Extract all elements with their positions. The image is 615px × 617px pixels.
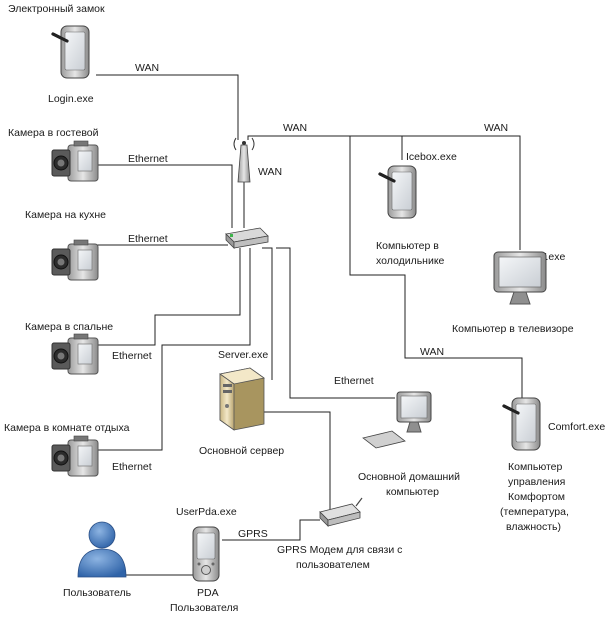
router-icon: [225, 227, 269, 249]
wan-label-antenna: WAN: [258, 166, 282, 178]
link-router-homepc: [276, 247, 395, 399]
device-camera-kitchen: Камера на кухне: [25, 209, 106, 281]
pda-icon: [192, 526, 220, 582]
link-labels: WAN WAN WAN WAN WAN Ethernet Ethernet Et…: [112, 62, 508, 540]
camcorder-icon: [51, 333, 99, 375]
comfort-title-4: (температура,: [500, 506, 569, 518]
connections: [92, 74, 523, 576]
link-tv-wan: [402, 135, 521, 250]
camcorder-icon: [51, 140, 99, 182]
comfort-exe: Comfort.exe: [548, 421, 605, 433]
user-icon: [77, 521, 127, 578]
link-icebox-wan: [247, 135, 403, 160]
server-icon: [219, 367, 265, 431]
camcorder-icon: [51, 435, 99, 477]
link-comfort-wan: [349, 136, 523, 400]
icebox-exe: Icebox.exe: [406, 151, 457, 163]
ethernet-label-kitchen: Ethernet: [128, 233, 168, 245]
server-exe: Server.exe: [218, 349, 268, 361]
cam-rest-title: Камера в комнате отдыха: [4, 422, 130, 434]
link-router-server: [262, 247, 273, 380]
cam-guest-title: Камера в гостевой: [8, 127, 99, 139]
tablet-icon: [378, 164, 418, 220]
gprs-label: GPRS: [238, 528, 268, 540]
wan-label-bus: WAN: [283, 122, 307, 134]
icebox-title-1: Компьютер в: [376, 240, 439, 252]
user-title: Пользователь: [63, 587, 132, 599]
modem-title-1: GPRS Модем для связи с: [277, 544, 402, 556]
tablet-icon: [51, 24, 91, 80]
home-pc-title-1: Основной домашний: [358, 471, 460, 483]
comfort-title-2: управления: [508, 476, 565, 488]
home-pc-title-2: компьютер: [386, 486, 439, 498]
ethernet-label-guest: Ethernet: [128, 153, 168, 165]
device-server: Server.exe Основной сервер: [199, 349, 284, 457]
icebox-title-2: холодильнике: [376, 255, 445, 267]
wan-label-tv: WAN: [484, 122, 508, 134]
device-tv: TV.exe Компьютер в телевизоре: [452, 251, 574, 335]
comfort-title-1: Компьютер: [508, 461, 563, 473]
device-electronic-lock: Электронный замок Login.exe: [8, 3, 105, 105]
wan-label-lock: WAN: [135, 62, 159, 74]
wireless-antenna-icon: [233, 137, 255, 183]
server-title: Основной сервер: [199, 445, 284, 457]
device-user: Пользователь: [63, 521, 132, 599]
pda-title-1: PDA: [197, 587, 219, 599]
link-modem-pda: [222, 519, 320, 541]
device-icebox: Icebox.exe Компьютер в холодильнике: [376, 151, 457, 267]
tablet-icon: [502, 396, 542, 452]
ethernet-label-homepc: Ethernet: [334, 375, 374, 387]
link-cam-guest: [92, 164, 233, 228]
ethernet-label-bedroom: Ethernet: [112, 350, 152, 362]
tv-title: Компьютер в телевизоре: [452, 323, 574, 335]
lock-exe: Login.exe: [48, 93, 94, 105]
link-lock-wan: [96, 74, 239, 140]
wan-label-comfort: WAN: [420, 346, 444, 358]
link-cam-bedroom: [92, 248, 241, 346]
cam-bedroom-title: Камера в спальне: [25, 321, 113, 333]
device-home-pc: Основной домашний компьютер: [358, 391, 460, 498]
lock-title: Электронный замок: [8, 3, 105, 15]
link-server-modem: [262, 411, 331, 510]
camcorder-icon: [51, 239, 99, 281]
modem-title-2: пользователем: [296, 559, 370, 571]
link-cam-rest: [92, 248, 251, 451]
device-camera-bedroom: Камера в спальне: [25, 321, 113, 375]
modem-icon: [319, 497, 363, 527]
comfort-title-5: влажность): [506, 521, 561, 533]
comfort-title-3: Комфортом: [508, 491, 565, 503]
device-pda: UserPda.exe PDA Пользователя: [170, 506, 238, 614]
desktop-computer-icon: [362, 391, 432, 449]
device-camera-rest: Камера в комнате отдыха: [4, 422, 130, 477]
ethernet-label-rest: Ethernet: [112, 461, 152, 473]
device-comfort: Comfort.exe Компьютер управления Комфорт…: [500, 396, 605, 533]
cam-kitchen-title: Камера на кухне: [25, 209, 106, 221]
monitor-icon: [493, 251, 547, 305]
device-gprs-modem: GPRS Модем для связи с пользователем: [277, 497, 402, 571]
device-camera-guest: Камера в гостевой: [8, 127, 99, 182]
pda-title-2: Пользователя: [170, 602, 238, 614]
pda-exe: UserPda.exe: [176, 506, 237, 518]
